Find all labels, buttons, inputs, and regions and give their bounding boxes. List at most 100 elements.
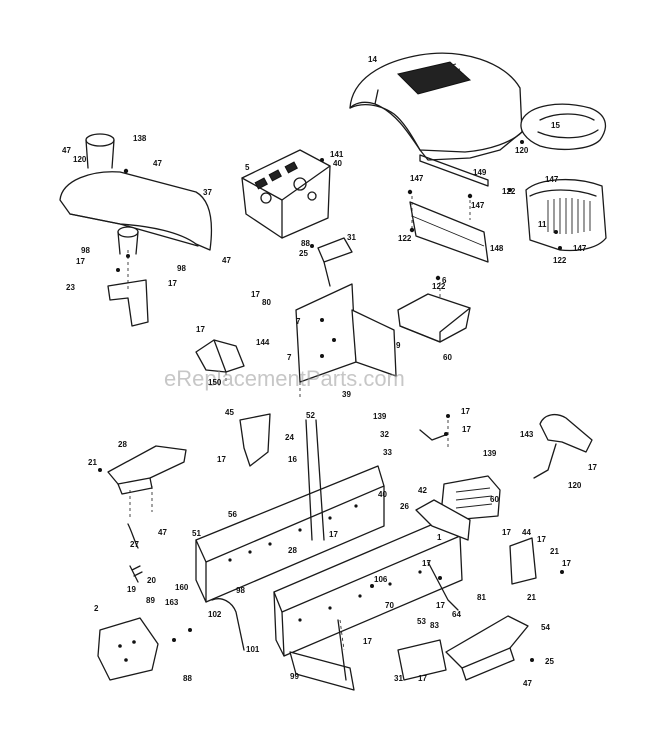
callout-c-47b: 47 <box>153 159 162 168</box>
callout-c-40a: 40 <box>333 159 342 168</box>
callout-c-1: 1 <box>437 533 442 542</box>
callout-c-14: 14 <box>368 55 377 64</box>
callout-c-80: 80 <box>262 298 271 307</box>
callout-c-17l: 17 <box>562 559 571 568</box>
right-footrest-part <box>445 615 529 681</box>
callout-c-144: 144 <box>256 338 270 347</box>
callout-c-2: 2 <box>94 604 99 613</box>
tank-bracket-part <box>107 279 149 327</box>
callout-c-47c: 47 <box>222 256 231 265</box>
callout-c-23: 23 <box>66 283 75 292</box>
callout-c-56: 56 <box>228 510 237 519</box>
callout-c-42: 42 <box>418 486 427 495</box>
battery-tray-part <box>397 293 471 343</box>
callout-c-51: 51 <box>192 529 201 538</box>
callout-c-44: 44 <box>522 528 531 537</box>
hood-bracket-part <box>409 201 489 263</box>
callout-c-16: 16 <box>288 455 297 464</box>
callout-c-17c: 17 <box>251 290 260 299</box>
callout-c-17p: 17 <box>418 674 427 683</box>
linkage-rods <box>127 429 459 651</box>
axle-plate-part <box>415 499 537 585</box>
callout-c-17i: 17 <box>329 530 338 539</box>
callout-c-52: 52 <box>306 411 315 420</box>
callout-c-98b: 98 <box>177 264 186 273</box>
callout-c-149: 149 <box>473 168 487 177</box>
callout-c-138: 138 <box>133 134 147 143</box>
grille-part <box>525 178 607 252</box>
callout-c-26: 26 <box>400 502 409 511</box>
callout-c-122b: 122 <box>398 234 412 243</box>
callout-c-24: 24 <box>285 433 294 442</box>
callout-c-150: 150 <box>208 378 222 387</box>
callout-c-21a: 21 <box>88 458 97 467</box>
fuel-tank-part <box>59 133 213 255</box>
explode-dash-lines <box>127 196 471 651</box>
callout-c-122a: 122 <box>502 187 516 196</box>
callout-c-139a: 139 <box>373 412 387 421</box>
callout-c-9: 9 <box>396 341 401 350</box>
dash-panel-part <box>241 149 331 239</box>
callout-c-83: 83 <box>430 621 439 630</box>
callout-c-160: 160 <box>175 583 189 592</box>
hitch-plate-part <box>97 617 159 681</box>
callout-c-25b: 25 <box>545 657 554 666</box>
callout-c-31b: 31 <box>394 674 403 683</box>
callout-c-120c: 120 <box>568 481 582 490</box>
headlight-lens-part <box>520 103 607 150</box>
callout-c-147b: 147 <box>545 175 559 184</box>
callout-c-37: 37 <box>203 188 212 197</box>
callout-c-47d: 47 <box>158 528 167 537</box>
callout-c-17f: 17 <box>462 425 471 434</box>
callout-c-106: 106 <box>374 575 388 584</box>
callout-c-11: 11 <box>538 220 547 229</box>
callout-c-102: 102 <box>208 610 222 619</box>
callout-c-40b: 40 <box>378 490 387 499</box>
callout-c-33: 33 <box>383 448 392 457</box>
callout-c-17o: 17 <box>363 637 372 646</box>
callout-c-53: 53 <box>417 617 426 626</box>
callout-c-17h: 17 <box>217 455 226 464</box>
callout-c-60b: 60 <box>490 495 499 504</box>
callout-c-17d: 17 <box>196 325 205 334</box>
callout-c-25: 25 <box>299 249 308 258</box>
callout-c-139b: 139 <box>483 449 497 458</box>
callout-c-88b: 88 <box>183 674 192 683</box>
callout-c-70: 70 <box>385 601 394 610</box>
callout-c-120b: 120 <box>515 146 529 155</box>
hood-part <box>349 52 523 161</box>
callout-c-17n: 17 <box>436 601 445 610</box>
rear-bracket-part <box>289 619 447 691</box>
callout-c-21c: 21 <box>527 593 536 602</box>
callout-c-28: 28 <box>118 440 127 449</box>
callout-c-147a: 147 <box>410 174 424 183</box>
callout-c-47e: 47 <box>523 679 532 688</box>
left-footrest-part <box>107 445 187 495</box>
callout-c-98a: 98 <box>81 246 90 255</box>
callout-c-148: 148 <box>490 244 504 253</box>
pedal-bracket-part <box>195 339 245 373</box>
callout-c-122c: 122 <box>553 256 567 265</box>
heat-shield-part <box>239 413 271 467</box>
front-bracket-part <box>441 475 501 521</box>
callout-c-32: 32 <box>380 430 389 439</box>
callout-c-99: 99 <box>290 672 299 681</box>
callout-c-17g: 17 <box>588 463 597 472</box>
callout-c-6: 6 <box>442 276 447 285</box>
callout-c-147d: 147 <box>573 244 587 253</box>
callout-c-19: 19 <box>127 585 136 594</box>
callout-c-64: 64 <box>452 610 461 619</box>
callout-c-17k: 17 <box>537 535 546 544</box>
pedal-assembly-part <box>533 413 593 479</box>
callout-c-88: 88 <box>301 239 310 248</box>
callout-c-54: 54 <box>541 623 550 632</box>
callout-c-45: 45 <box>225 408 234 417</box>
callout-c-39: 39 <box>342 390 351 399</box>
hood-strip-part <box>419 154 489 187</box>
callout-c-7a: 7 <box>296 317 301 326</box>
callout-c-47a: 47 <box>62 146 71 155</box>
callout-c-60: 60 <box>443 353 452 362</box>
callout-c-163: 163 <box>165 598 179 607</box>
